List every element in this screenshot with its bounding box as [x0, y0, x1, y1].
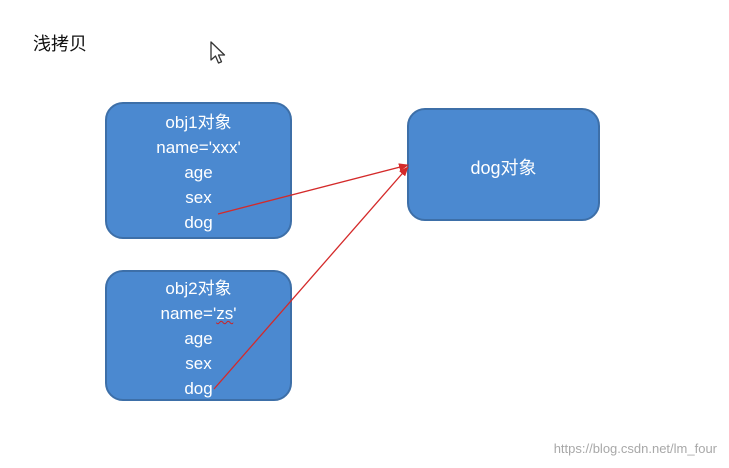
obj1-object-box: obj1对象 name='xxx' age sex dog	[105, 102, 292, 239]
obj2-field-age: age	[184, 329, 213, 348]
obj1-heading: obj1对象	[165, 113, 232, 132]
page-title: 浅拷贝	[33, 34, 87, 55]
obj2-field-dog: dog	[184, 379, 213, 398]
obj1-field-age: age	[184, 163, 213, 182]
obj1-field-sex: sex	[185, 188, 212, 207]
watermark: https://blog.csdn.net/lm_four	[553, 441, 717, 456]
dog-object-label: dog对象	[470, 158, 537, 178]
obj2-name-field: name='zs'	[107, 301, 290, 326]
obj2-field-sex: sex	[185, 354, 212, 373]
obj2-name-suffix: '	[233, 304, 237, 323]
obj2-name-value: zs	[216, 304, 234, 323]
dog-object-box: dog对象	[407, 108, 600, 221]
obj1-field-dog: dog	[184, 213, 213, 232]
obj2-name-prefix: name='	[160, 304, 217, 323]
obj2-object-box: obj2对象 name='zs' age sex dog	[105, 270, 292, 401]
mouse-cursor-icon	[210, 41, 226, 64]
obj2-heading: obj2对象	[165, 279, 232, 298]
obj1-name-field: name='xxx'	[156, 138, 241, 157]
